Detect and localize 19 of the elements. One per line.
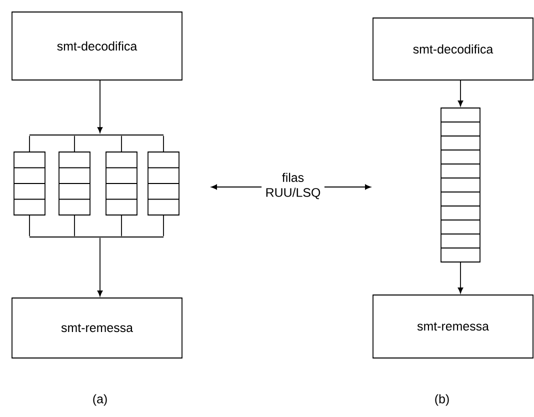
process-box: smt-decodifica bbox=[372, 18, 534, 80]
panel-label: (a) bbox=[93, 394, 107, 406]
process-box: smt-decodifica bbox=[12, 12, 182, 80]
arrow bbox=[458, 80, 464, 106]
queue bbox=[148, 152, 180, 216]
queue-label: filas RUU/LSQ bbox=[266, 172, 320, 200]
arrow bbox=[324, 184, 371, 190]
arrow bbox=[458, 262, 464, 294]
arrow bbox=[97, 80, 103, 133]
queue bbox=[106, 152, 138, 216]
queue bbox=[440, 108, 480, 262]
queue bbox=[14, 152, 46, 216]
bus-line bbox=[30, 236, 164, 238]
panel-label: (b) bbox=[435, 394, 449, 406]
process-box: smt-remessa bbox=[12, 298, 182, 358]
arrow bbox=[211, 184, 262, 190]
process-box: smt-remessa bbox=[372, 294, 534, 358]
arrow bbox=[97, 237, 103, 296]
queue bbox=[58, 152, 90, 216]
